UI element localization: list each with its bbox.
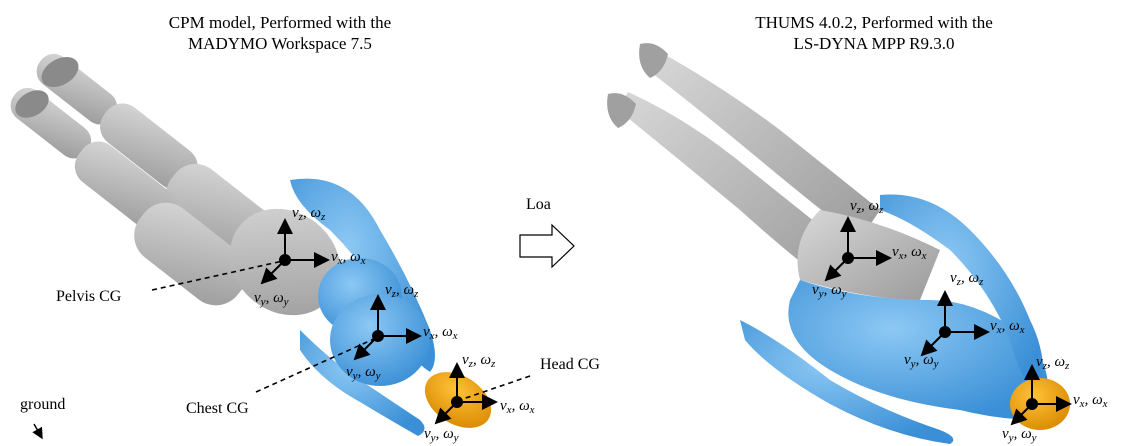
thums-pelvis-z-label: vz, ωz: [850, 198, 883, 218]
pelvis-cg-label: Pelvis CG: [56, 288, 121, 306]
load-label: Loa: [526, 196, 551, 214]
chest-z-label: vz, ωz: [385, 282, 418, 302]
thums-chest-y-label: vy, ωy: [904, 352, 939, 372]
right-caption-line1: THUMS 4.0.2, Performed with the: [754, 12, 994, 33]
pelvis-z-label: vz, ωz: [292, 205, 325, 225]
head-x-label: vx, ωx: [500, 398, 535, 418]
left-panel-caption: CPM model, Performed with the MADYMO Wor…: [160, 12, 400, 54]
thums-head-x-label: vx, ωx: [1073, 392, 1108, 412]
thums-pelvis-x-label: vx, ωx: [892, 244, 927, 264]
pelvis-x-label: vx, ωx: [331, 249, 366, 269]
thums-pelvis-y-label: vy, ωy: [812, 282, 847, 302]
thums-head-z-label: vz, ωz: [1036, 354, 1069, 374]
right-panel-caption: THUMS 4.0.2, Performed with the LS-DYNA …: [754, 12, 994, 54]
left-caption-line1: CPM model, Performed with the: [160, 12, 400, 33]
right-caption-line2: LS-DYNA MPP R9.3.0: [754, 33, 994, 54]
thums-model-figure: [607, 43, 1070, 444]
chest-cg-label: Chest CG: [186, 400, 249, 418]
head-y-label: vy, ωy: [424, 426, 459, 446]
left-caption-line2: MADYMO Workspace 7.5: [160, 33, 400, 54]
ground-label: ground: [20, 396, 65, 414]
thums-head-y-label: vy, ωy: [1002, 426, 1037, 446]
chest-y-label: vy, ωy: [346, 364, 381, 384]
head-cg-label: Head CG: [540, 356, 600, 374]
cpm-model-figure: [4, 47, 501, 439]
thums-chest-z-label: vz, ωz: [950, 270, 983, 290]
chest-x-label: vx, ωx: [423, 324, 458, 344]
ground-arrow: [34, 424, 42, 438]
thums-chest-x-label: vx, ωx: [990, 318, 1025, 338]
pelvis-y-label: vy, ωy: [254, 290, 289, 310]
head-z-label: vz, ωz: [462, 352, 495, 372]
load-arrow: [520, 225, 574, 267]
